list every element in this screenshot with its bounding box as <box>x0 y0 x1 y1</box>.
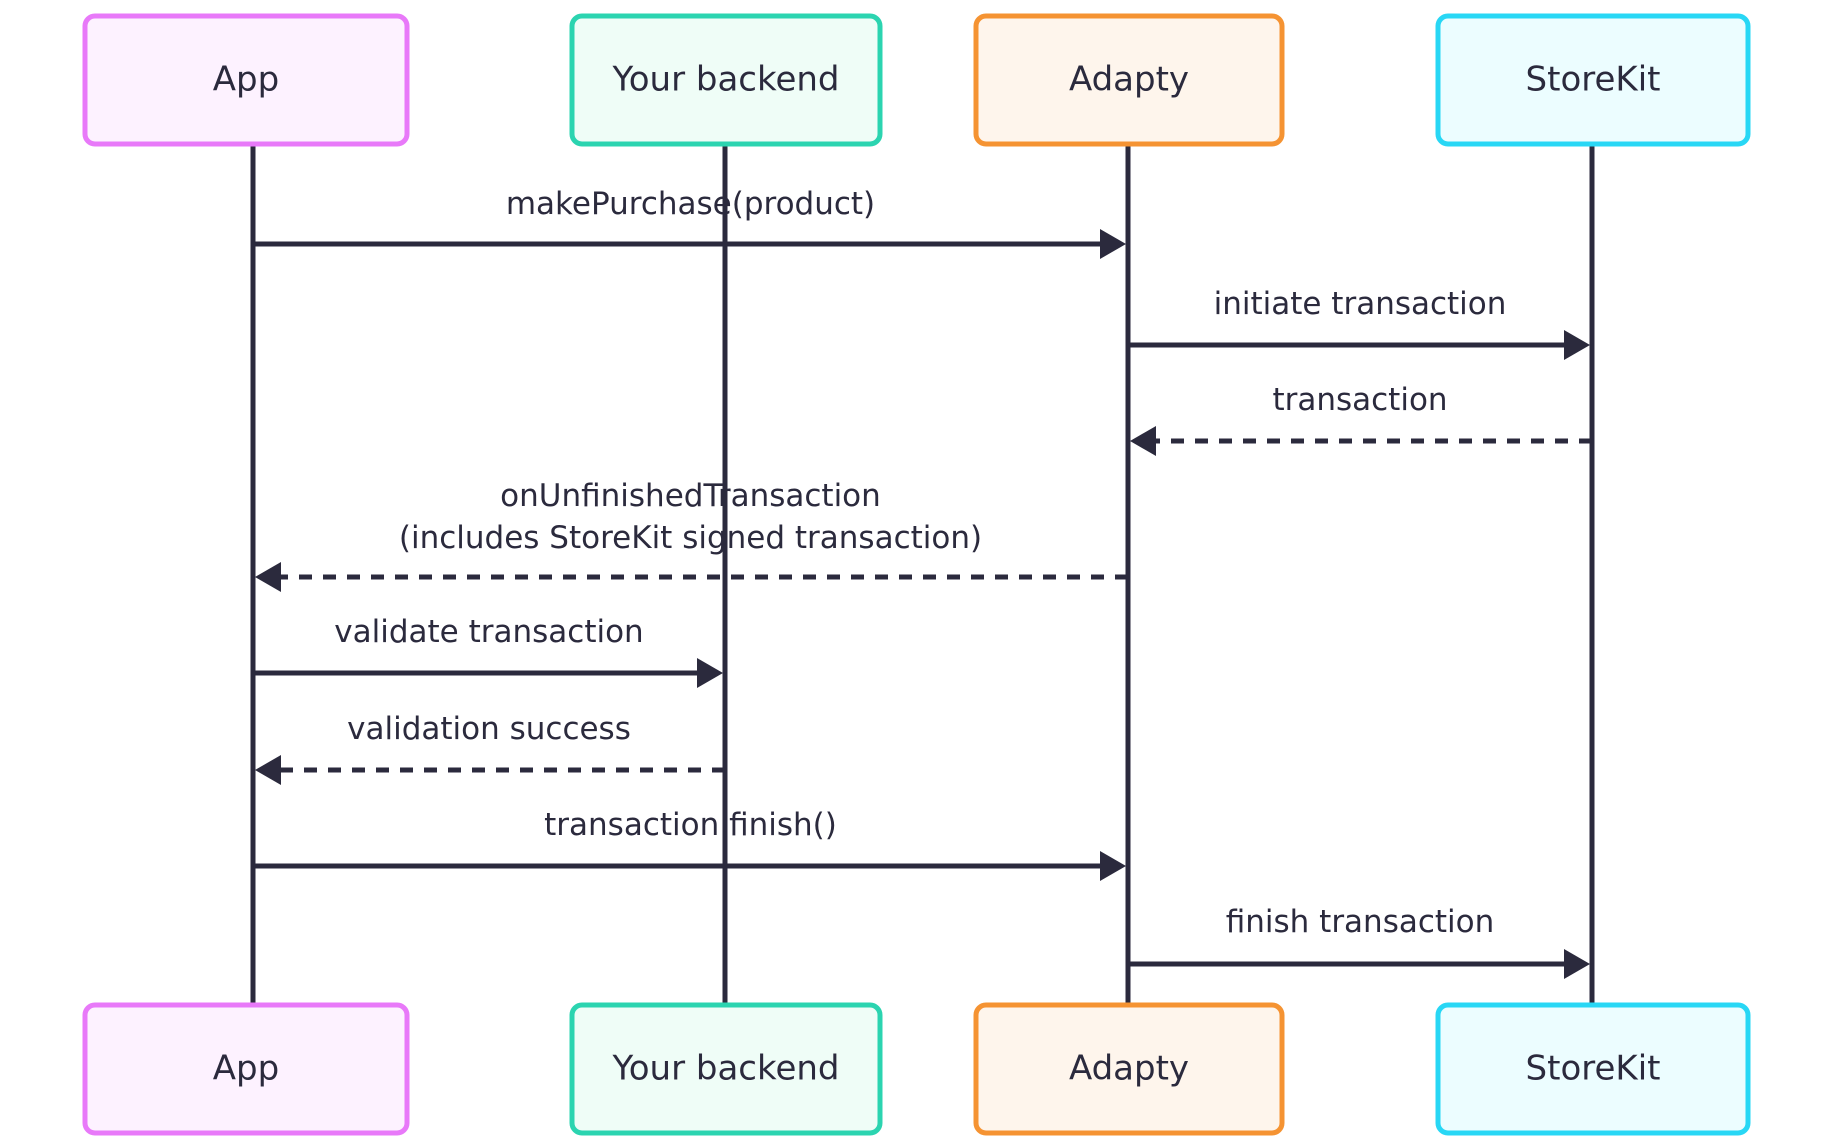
message-label-initiate-transaction: initiate transaction <box>1214 286 1507 322</box>
actor-label-storekit-bottom: StoreKit <box>1526 1049 1661 1089</box>
actor-label-adapty-bottom: Adapty <box>1069 1049 1189 1089</box>
message-label-line: makePurchase(product) <box>506 186 875 222</box>
actor-box-adapty-top[interactable] <box>973 13 1285 147</box>
actor-storekit-top[interactable]: StoreKit <box>1435 13 1751 147</box>
actor-box-storekit-bottom[interactable] <box>1435 1002 1751 1136</box>
message-make-purchase: makePurchase(product) <box>253 186 1126 259</box>
message-label-line: validate transaction <box>334 614 643 650</box>
arrow-head-finish-transaction <box>1564 949 1590 979</box>
actor-box-storekit-top[interactable] <box>1435 13 1751 147</box>
actor-backend-bottom[interactable]: Your backend <box>569 1002 883 1136</box>
message-label-line: transaction.finish() <box>544 807 837 843</box>
message-validate-transaction: validate transaction <box>253 614 723 688</box>
actor-label-backend-top: Your backend <box>611 60 839 100</box>
message-label-validation-success: validation success <box>347 711 631 747</box>
actor-backend-top[interactable]: Your backend <box>569 13 883 147</box>
message-transaction-finish: transaction.finish() <box>253 807 1126 881</box>
actor-box-adapty-bottom[interactable] <box>973 1002 1285 1136</box>
actor-storekit-bottom[interactable]: StoreKit <box>1435 1002 1751 1136</box>
actor-label-app-top: App <box>213 60 279 100</box>
arrow-head-initiate-transaction <box>1564 330 1590 360</box>
message-label-validate-transaction: validate transaction <box>334 614 643 650</box>
arrow-head-transaction-finish <box>1100 851 1126 881</box>
arrow-head-on-unfinished-transaction <box>255 562 281 592</box>
arrow-head-validate-transaction <box>697 658 723 688</box>
actor-label-backend-bottom: Your backend <box>611 1049 839 1089</box>
actor-box-backend-bottom[interactable] <box>569 1002 883 1136</box>
message-label-transaction-finish: transaction.finish() <box>544 807 837 843</box>
actor-adapty-top[interactable]: Adapty <box>973 13 1285 147</box>
actor-box-app-top[interactable] <box>82 13 410 147</box>
message-label-on-unfinished-transaction: onUnfinishedTransaction (includes StoreKi… <box>399 478 982 556</box>
message-label-line: initiate transaction <box>1214 286 1507 322</box>
actor-adapty-bottom[interactable]: Adapty <box>973 1002 1285 1136</box>
actor-label-app-bottom: App <box>213 1049 279 1089</box>
message-label-line: validation success <box>347 711 631 747</box>
message-label-line: (includes StoreKit signed transaction) <box>399 520 982 556</box>
message-transaction-return: transaction <box>1130 382 1592 456</box>
message-label-line: transaction <box>1272 382 1447 418</box>
message-label-line: onUnfinishedTransaction <box>500 478 881 514</box>
message-initiate-transaction: initiate transaction <box>1128 286 1590 360</box>
message-label-line: finish transaction <box>1226 904 1495 940</box>
message-validation-success: validation success <box>255 711 725 785</box>
message-on-unfinished-transaction: onUnfinishedTransaction (includes StoreKi… <box>255 478 1128 592</box>
message-finish-transaction: finish transaction <box>1128 904 1590 979</box>
actor-app-top[interactable]: App <box>82 13 410 147</box>
arrow-head-validation-success <box>255 755 281 785</box>
messages-layer: makePurchase(product) initiate transactio… <box>253 186 1592 979</box>
actor-box-app-bottom[interactable] <box>82 1002 410 1136</box>
message-label-make-purchase: makePurchase(product) <box>506 186 875 222</box>
message-label-finish-transaction: finish transaction <box>1226 904 1495 940</box>
arrow-head-make-purchase <box>1100 229 1126 259</box>
actor-label-storekit-top: StoreKit <box>1526 60 1661 100</box>
actor-box-backend-top[interactable] <box>569 13 883 147</box>
message-label-transaction-return: transaction <box>1272 382 1447 418</box>
actor-label-adapty-top: Adapty <box>1069 60 1189 100</box>
actor-app-bottom[interactable]: App <box>82 1002 410 1136</box>
arrow-head-transaction-return <box>1130 426 1156 456</box>
